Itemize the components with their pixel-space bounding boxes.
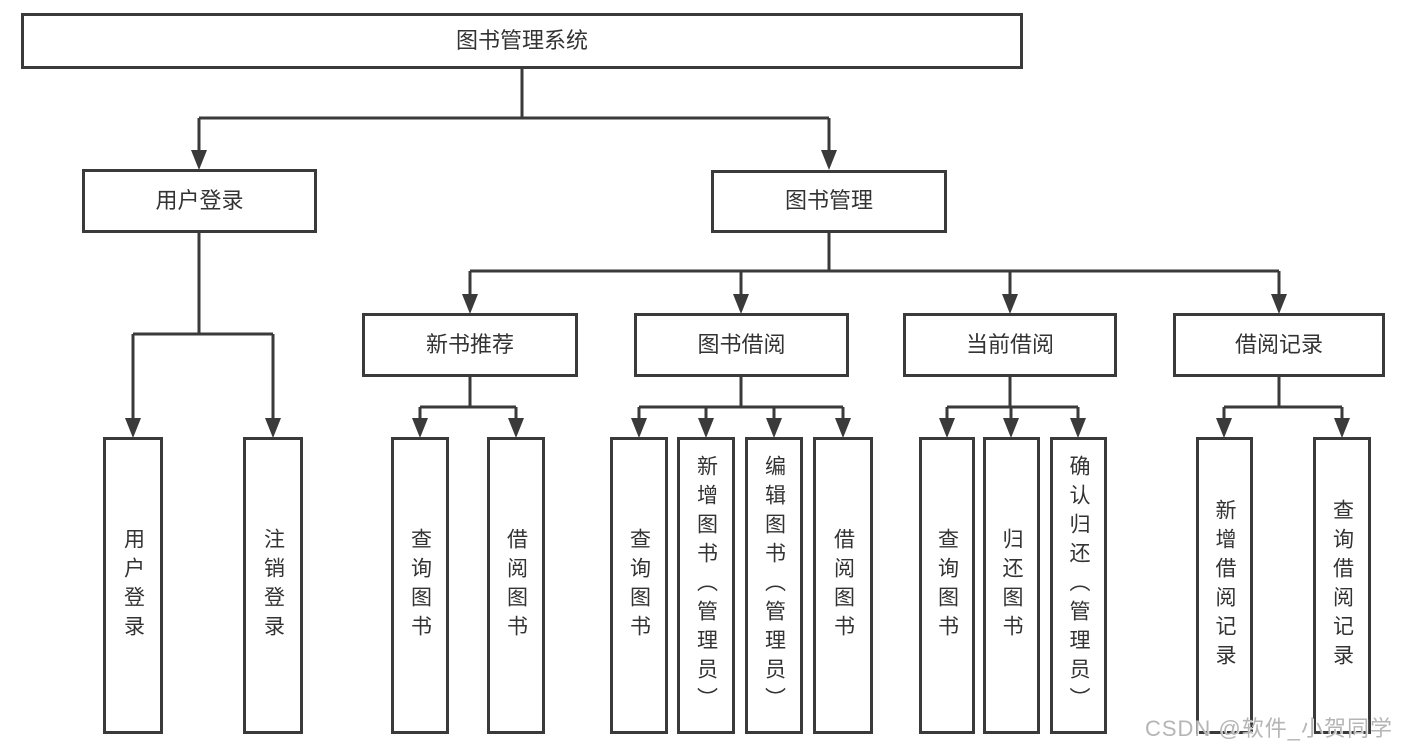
arrow-down-icon <box>191 150 207 170</box>
arrow-down-icon <box>508 418 524 438</box>
node-borrow-books-borrowing: 借阅图书 <box>813 437 873 734</box>
arrow-down-icon <box>939 418 955 438</box>
arrow-down-icon <box>766 418 782 438</box>
node-edit-books-admin: 编辑图书（管理员） <box>745 437 803 734</box>
arrow-down-icon <box>1070 418 1086 438</box>
arrow-down-icon <box>1002 294 1018 314</box>
node-book-borrowing: 图书借阅 <box>634 313 849 377</box>
connector-line <box>418 377 518 421</box>
arrow-down-icon <box>412 418 428 438</box>
arrow-down-icon <box>733 294 749 314</box>
connector-line <box>945 377 1080 421</box>
node-add-books-admin: 新增图书（管理员） <box>677 437 735 734</box>
arrow-down-icon <box>462 294 478 314</box>
node-logout-action: 注销登录 <box>243 437 303 734</box>
watermark: CSDN @软件_小贺同学 <box>1144 716 1393 741</box>
arrow-down-icon <box>1334 418 1350 438</box>
node-add-borrow-record: 新增借阅记录 <box>1196 437 1253 734</box>
node-borrow-books-recommend: 借阅图书 <box>487 437 545 734</box>
node-borrowing-records: 借阅记录 <box>1173 313 1385 377</box>
connector-line <box>197 69 831 153</box>
arrow-down-icon <box>631 418 647 438</box>
arrow-down-icon <box>835 418 851 438</box>
arrow-down-icon <box>125 418 141 438</box>
connector-line <box>1222 377 1344 421</box>
arrow-down-icon <box>1271 294 1287 314</box>
connector-line <box>131 233 275 421</box>
arrow-down-icon <box>1216 418 1232 438</box>
node-current-borrowing: 当前借阅 <box>903 313 1117 377</box>
arrow-down-icon <box>698 418 714 438</box>
node-query-books-current: 查询图书 <box>919 437 975 734</box>
connector-line <box>637 377 845 421</box>
connector-line <box>468 233 1281 297</box>
node-query-borrow-record: 查询借阅记录 <box>1313 437 1371 734</box>
node-user-login: 用户登录 <box>82 169 317 233</box>
arrow-down-icon <box>821 150 837 170</box>
node-return-books: 归还图书 <box>983 437 1040 734</box>
node-confirm-return-admin: 确认归还（管理员） <box>1050 437 1107 734</box>
node-query-books-borrowing: 查询图书 <box>610 437 668 734</box>
node-book-management: 图书管理 <box>711 170 947 233</box>
node-query-books-recommend: 查询图书 <box>391 437 449 734</box>
node-user-login-action: 用户登录 <box>103 437 163 734</box>
node-library-management-system: 图书管理系统 <box>21 13 1023 69</box>
node-new-book-recommendation: 新书推荐 <box>362 313 578 377</box>
arrow-down-icon <box>1003 418 1019 438</box>
arrow-down-icon <box>265 418 281 438</box>
